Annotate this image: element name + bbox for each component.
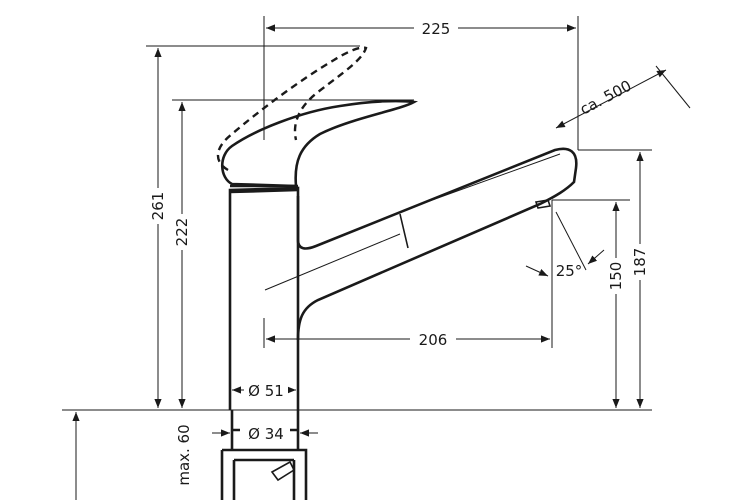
dimension-labels: 225 261 222 206 Ø 51 Ø 34 ca. 500 25° 15… [148, 18, 650, 486]
dim-225-label: 225 [422, 20, 451, 38]
spout-groove [264, 233, 401, 291]
faucet-body [228, 186, 300, 410]
shank [230, 410, 300, 450]
mounting-nut [220, 448, 308, 500]
dim-150-label: 150 [607, 262, 625, 291]
dim-dia-34-label: Ø 34 [248, 425, 284, 443]
dim-222-label: 222 [173, 218, 191, 247]
nut-fitting [270, 460, 296, 482]
faucet-outline [62, 46, 652, 500]
dimension-lines [72, 16, 691, 500]
dim-dia-51-label: Ø 51 [248, 382, 284, 400]
lever-lifted-dashed [216, 46, 368, 172]
lever-handle [220, 99, 419, 188]
dim-ca-500-label: ca. 500 [577, 77, 635, 119]
dim-206-label: 206 [419, 331, 448, 349]
spout-seam [399, 213, 409, 249]
dim-angle-25-label: 25° [556, 262, 583, 280]
spray-nozzle [534, 199, 552, 209]
spout [296, 147, 578, 341]
dim-187-label: 187 [631, 248, 649, 277]
dim-261-label: 261 [149, 192, 167, 221]
dim-max-60-label: max. 60 [175, 424, 193, 485]
spout-top-groove [409, 153, 561, 209]
